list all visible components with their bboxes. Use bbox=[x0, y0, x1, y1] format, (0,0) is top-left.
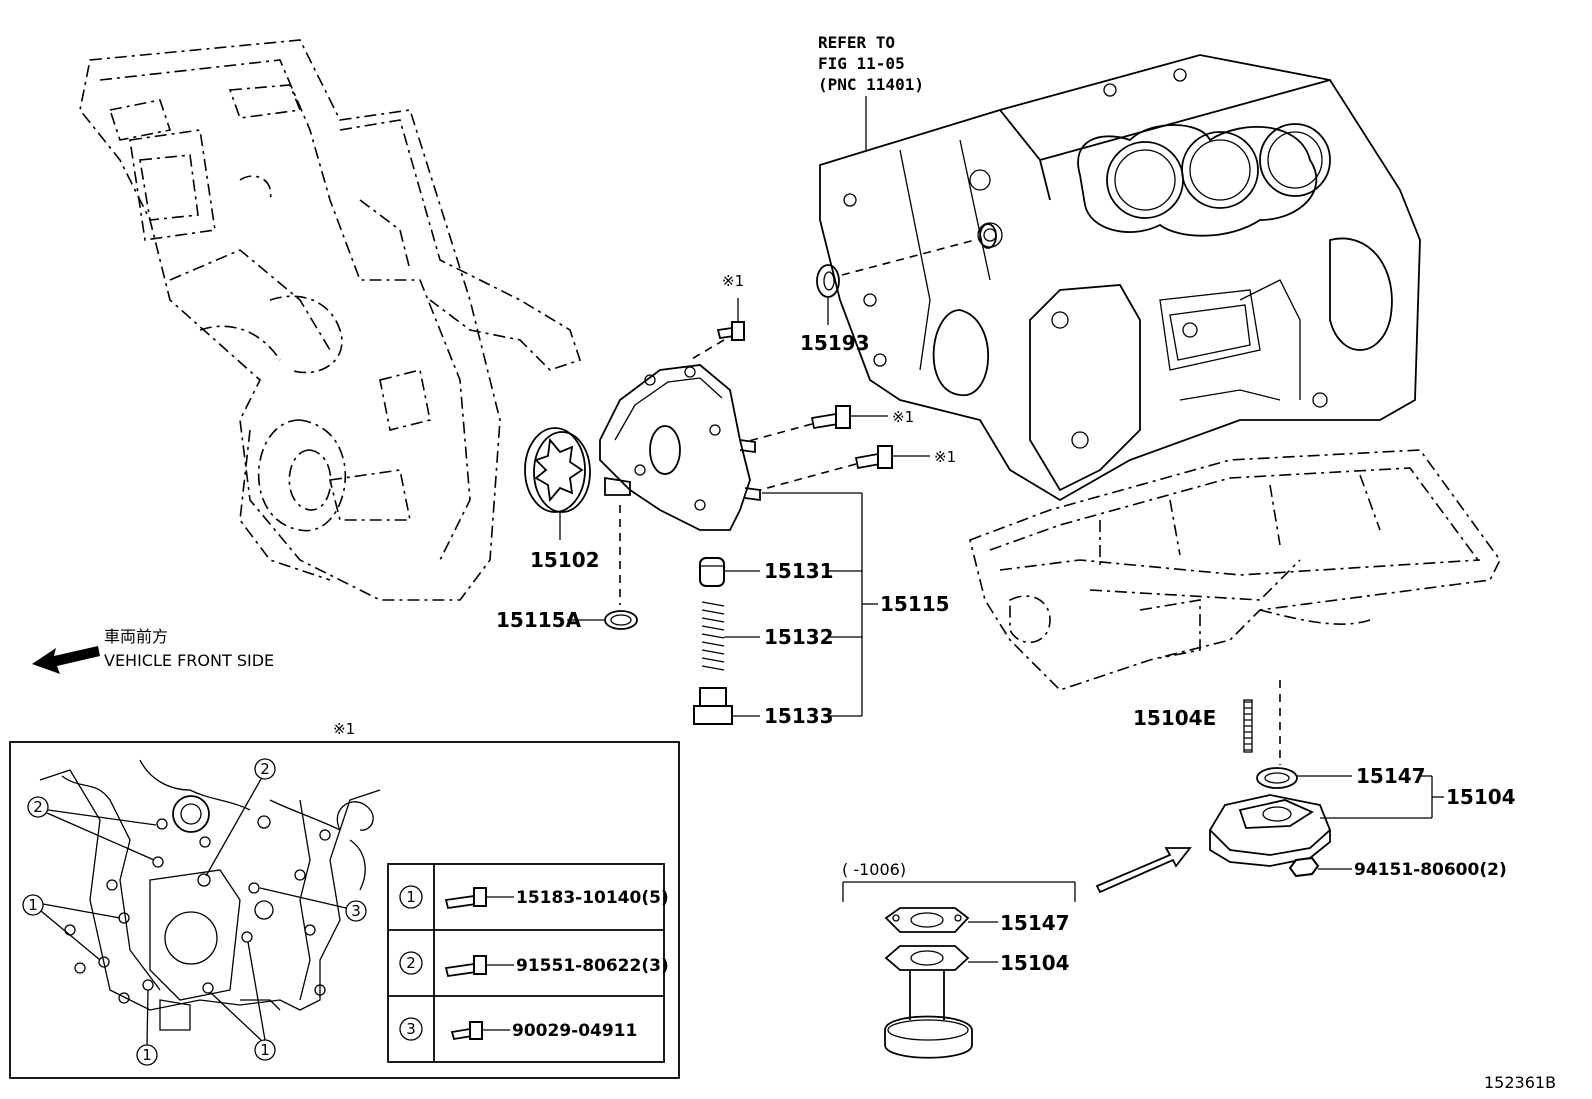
part-15115A: 15115A bbox=[496, 608, 582, 632]
legend-row2-num: 2 bbox=[406, 954, 416, 972]
inset-frame bbox=[9, 741, 680, 1079]
refer-line3: (PNC 11401) bbox=[818, 75, 924, 94]
front-arrow-icon bbox=[32, 646, 100, 674]
inset-detail: ※1 2 bbox=[9, 720, 680, 1079]
relief-valve-group: 15131 15132 15133 15115 bbox=[693, 492, 950, 728]
figure-id: 152361B bbox=[1484, 1073, 1556, 1092]
part-15132: 15132 bbox=[764, 625, 834, 649]
mark-bolt-low: ※1 bbox=[934, 448, 956, 466]
oil-pump-rotor-15102: 15102 bbox=[524, 427, 600, 572]
legend-row1-part: 15183-10140(5) bbox=[516, 888, 669, 908]
vehicle-front-indicator: 車両前方 VEHICLE FRONT SIDE bbox=[32, 627, 274, 674]
part-15104E: 15104E bbox=[1133, 706, 1216, 730]
callout-number: 2 bbox=[33, 798, 43, 816]
older-strainer-group: ( -1006) 15147 15104 bbox=[842, 860, 1076, 1059]
callout-number: 3 bbox=[351, 902, 361, 920]
vehicle-front-jp: 車両前方 bbox=[104, 627, 168, 646]
legend-row2-part: 91551-80622(3) bbox=[516, 956, 669, 976]
timing-cover-illustration bbox=[79, 39, 582, 601]
part-15131: 15131 bbox=[764, 559, 834, 583]
refer-line2: FIG 11-05 bbox=[818, 54, 905, 73]
part-15104: 15104 bbox=[1446, 785, 1516, 809]
inset-mark: ※1 bbox=[333, 720, 355, 738]
oil-pan-illustration bbox=[969, 449, 1501, 765]
mark-bolt-mid: ※1 bbox=[892, 408, 914, 426]
part-15193: 15193 bbox=[800, 331, 870, 355]
range-note: ( -1006) bbox=[842, 860, 906, 879]
callout-number: 2 bbox=[260, 760, 270, 778]
callout-number: 1 bbox=[142, 1046, 152, 1064]
pump-bolts: ※1 ※1 ※1 bbox=[689, 272, 956, 491]
callout-number: 1 bbox=[260, 1041, 270, 1059]
part-15102: 15102 bbox=[530, 548, 600, 572]
part-15115: 15115 bbox=[880, 592, 950, 616]
refer-note: REFER TO FIG 11-05 (PNC 11401) bbox=[818, 33, 924, 150]
part-15104-older: 15104 bbox=[1000, 951, 1070, 975]
vehicle-front-en: VEHICLE FRONT SIDE bbox=[104, 651, 274, 670]
oil-strainer-group: 15104E 15147 15104 94151-80600(2) bbox=[1095, 699, 1516, 894]
part-15133: 15133 bbox=[764, 704, 834, 728]
legend-row3-part: 90029-04911 bbox=[512, 1021, 637, 1041]
callout-circle bbox=[254, 758, 276, 780]
cylinder-block-illustration bbox=[819, 54, 1421, 502]
o-ring-15115A: 15115A bbox=[496, 608, 638, 632]
part-15147: 15147 bbox=[1356, 764, 1426, 788]
oil-seal-15193: 15193 bbox=[800, 223, 997, 355]
refer-line1: REFER TO bbox=[818, 33, 895, 52]
legend-row1-num: 1 bbox=[406, 888, 416, 906]
legend-row3-num: 3 bbox=[406, 1020, 416, 1038]
callout-circle bbox=[27, 796, 49, 818]
part-94151: 94151-80600(2) bbox=[1354, 860, 1507, 880]
fastener-legend-table: 1 15183-10140(5) 2 91551-80622(3) 3 9002… bbox=[387, 863, 669, 1063]
mark-bolt-top: ※1 bbox=[722, 272, 744, 290]
oil-pump-illustration bbox=[599, 364, 761, 605]
part-15147-older: 15147 bbox=[1000, 911, 1070, 935]
callout-circle bbox=[345, 900, 367, 922]
callout-circle bbox=[22, 894, 44, 916]
callout-number: 1 bbox=[28, 896, 38, 914]
